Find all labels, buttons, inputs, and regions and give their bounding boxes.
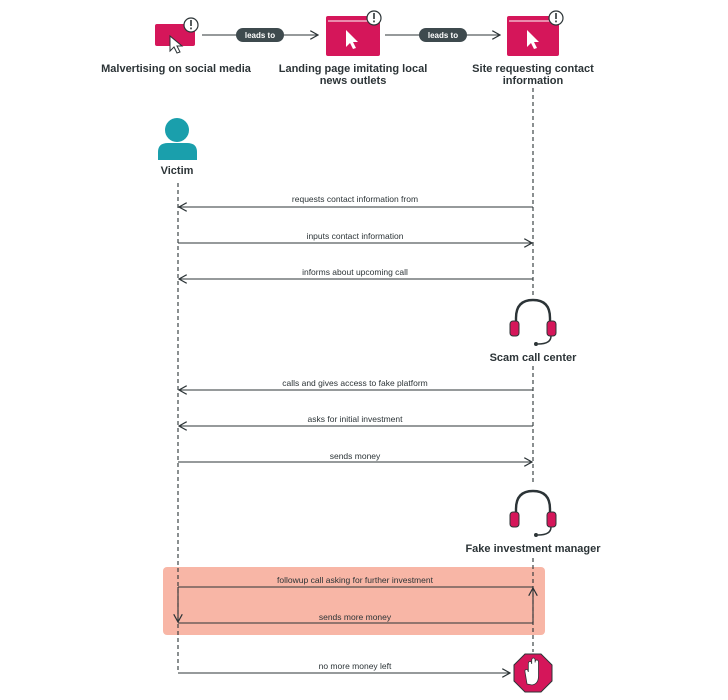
connector-pill-2 [419, 28, 467, 42]
message-3: informs about upcoming call [179, 267, 533, 279]
connector-pill-1 [236, 28, 284, 42]
message-8-label: sends more money [319, 612, 392, 622]
contact-site-icon [507, 16, 559, 56]
message-9-label: no more money left [319, 661, 392, 671]
message-7-label: followup call asking for further investm… [277, 575, 434, 585]
investment-manager-label: Fake investment manager [465, 543, 601, 555]
repeat-loop-box [163, 567, 545, 635]
connector-label-1: leads to [245, 31, 275, 40]
contact-site-label-line-2: information [503, 75, 564, 87]
message-4-label: calls and gives access to fake platform [282, 378, 428, 388]
call-center-label: Scam call center [490, 352, 578, 364]
victim-label: Victim [161, 165, 194, 177]
message-5-label: asks for initial investment [308, 414, 404, 424]
message-6: sends money [178, 451, 532, 462]
headset-icon [509, 298, 557, 346]
landing-page-label-line-1: Landing page imitating local [279, 63, 428, 75]
warning-badge-icon [548, 10, 564, 26]
message-4: calls and gives access to fake platform [179, 378, 533, 390]
stop-hand-icon [513, 653, 553, 693]
connector-label-2: leads to [428, 31, 458, 40]
contact-site-label-line-1: Site requesting contact [472, 63, 594, 75]
message-2: inputs contact information [178, 231, 532, 243]
message-9: no more money left [178, 661, 510, 673]
person-icon [158, 118, 197, 160]
message-3-label: informs about upcoming call [302, 267, 408, 277]
warning-badge-icon [183, 17, 199, 33]
message-5: asks for initial investment [179, 414, 533, 426]
warning-badge-icon [366, 10, 382, 26]
message-2-label: inputs contact information [307, 231, 404, 241]
message-1-label: requests contact information from [292, 194, 418, 204]
message-1: requests contact information from [179, 194, 533, 207]
landing-page-label-line-2: news outlets [320, 75, 387, 87]
malvertising-label: Malvertising on social media [101, 63, 252, 75]
headset-icon [509, 489, 557, 537]
message-8: sends more money [178, 587, 533, 624]
message-6-label: sends money [330, 451, 381, 461]
message-7: followup call asking for further investm… [178, 575, 533, 623]
